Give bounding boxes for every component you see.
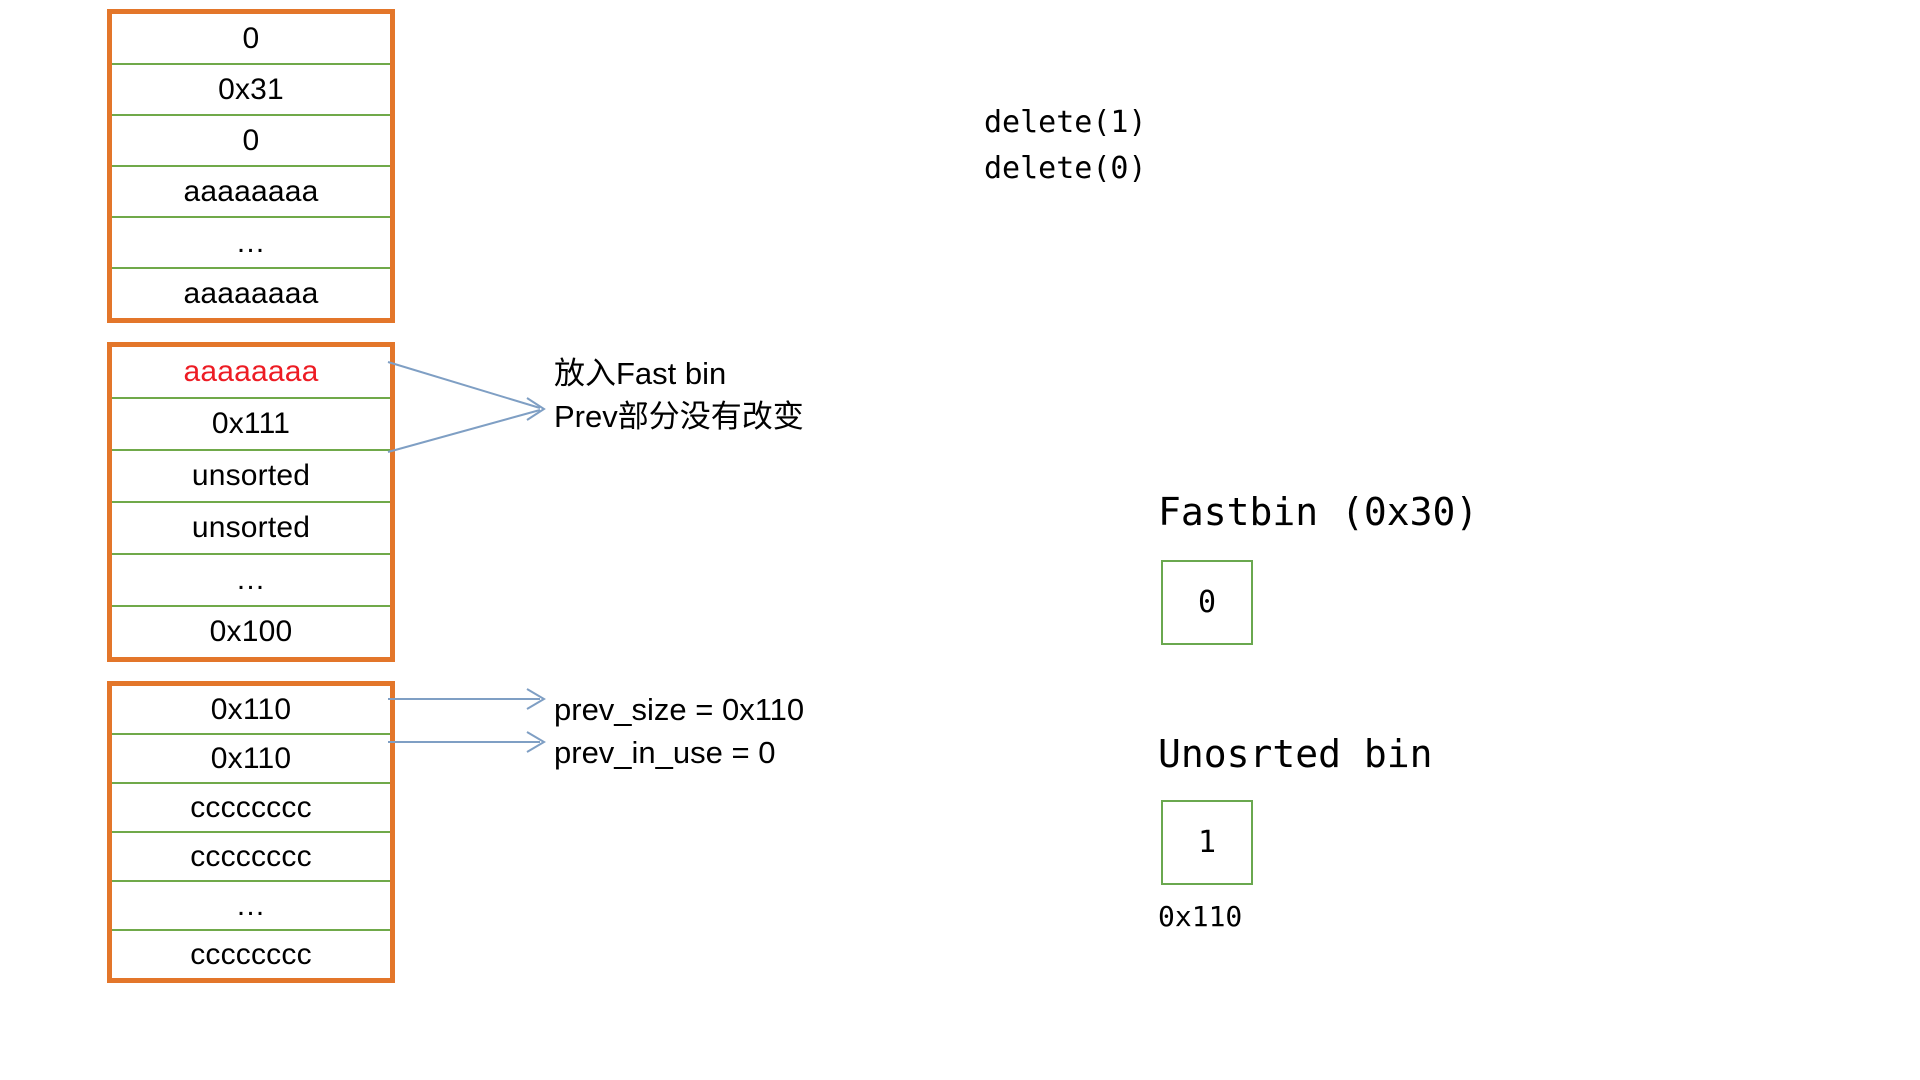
unsorted-bin-title: Unosrted bin <box>1158 732 1433 776</box>
chunk-row: … <box>112 555 390 607</box>
chunk-row: aaaaaaaa <box>112 167 390 218</box>
chunk-box-1: aaaaaaaa 0x111 unsorted unsorted … 0x100 <box>107 342 395 662</box>
fastbin-note-text: 放入Fast bin Prev部分没有改变 <box>554 356 804 434</box>
chunk-row-highlighted: aaaaaaaa <box>112 347 390 399</box>
chunk-row: … <box>112 218 390 269</box>
chunk-row: cccccccc <box>112 833 390 882</box>
arrow-head <box>526 397 546 421</box>
chunk-box-2: 0x110 0x110 cccccccc cccccccc … cccccccc <box>107 681 395 983</box>
prev-note-text: prev_size = 0x110 prev_in_use = 0 <box>554 692 805 770</box>
chunk-box-0: 0 0x31 0 aaaaaaaa … aaaaaaaa <box>107 9 395 323</box>
chunk-row: 0x31 <box>112 65 390 116</box>
arrow-head-prev-in-use <box>526 731 546 753</box>
fastbin-title: Fastbin (0x30) <box>1158 490 1479 534</box>
prev-note-arrows <box>388 688 546 753</box>
fastbin-slot: 0 <box>1161 560 1253 645</box>
chunk-row: cccccccc <box>190 937 312 971</box>
chunk-row: 0x111 <box>112 399 390 451</box>
arrow-line-top <box>387 361 541 409</box>
chunk-row: aaaaaaaa <box>183 276 319 310</box>
chunk-row: unsorted <box>112 451 390 503</box>
chunk-row: … <box>112 882 390 931</box>
chunk-row: 0 <box>112 14 390 65</box>
chunk-row: 0x100 <box>209 615 293 648</box>
arrow-head-prev-size <box>526 688 546 710</box>
chunk-row: unsorted <box>112 503 390 555</box>
fastbin-note-arrows <box>387 361 546 453</box>
unsorted-bin-size-label: 0x110 <box>1158 900 1243 933</box>
arrow-line-bottom <box>387 409 541 453</box>
chunk-row: 0 <box>112 116 390 167</box>
unsorted-bin-slot: 1 <box>1161 800 1253 885</box>
chunk-row: cccccccc <box>112 784 390 833</box>
delete-calls-code: delete(1) delete(0) <box>984 105 1147 186</box>
chunk-row: 0x110 <box>112 735 390 784</box>
chunk-row: 0x110 <box>112 686 390 735</box>
